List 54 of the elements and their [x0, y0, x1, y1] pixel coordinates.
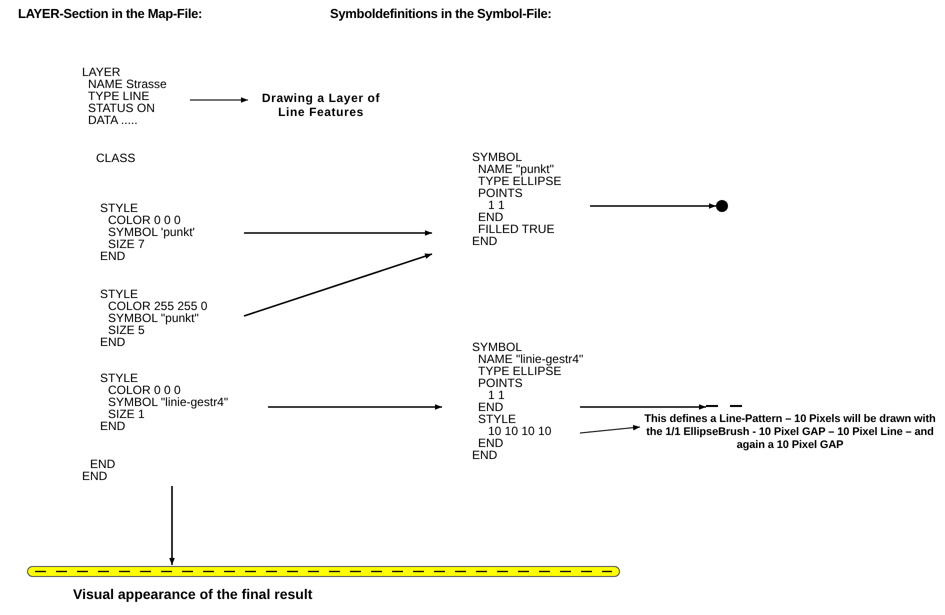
code-line: NAME Strasse [88, 78, 167, 90]
arrow [580, 404, 706, 410]
code-line: SYMBOL 'punkt' [108, 226, 195, 238]
code-line: END [100, 250, 126, 262]
code-line: 10 10 10 10 [488, 425, 552, 437]
code-line: STYLE [100, 202, 138, 214]
code-line: SYMBOL [472, 341, 522, 353]
code-line: END [478, 211, 504, 223]
code-line: STYLE [100, 288, 138, 300]
code-line: TYPE ELLIPSE [478, 365, 562, 377]
arrow [580, 424, 640, 434]
code-line: SIZE 7 [108, 238, 145, 250]
code-line: POINTS [478, 377, 523, 389]
code-line: STYLE [478, 413, 516, 425]
code-line: STATUS ON [88, 102, 155, 114]
code-line: POINTS [478, 187, 523, 199]
code-line: STYLE [100, 372, 138, 384]
arrow [244, 253, 432, 317]
section-heading: Symboldefinitions in the Symbol-File: [330, 6, 552, 22]
arrow [590, 203, 716, 209]
code-line: SYMBOL "punkt" [108, 312, 199, 324]
code-line: LAYER [82, 66, 120, 78]
code-line: COLOR 0 0 0 [108, 384, 181, 396]
code-line: 1 1 [488, 199, 505, 211]
code-line: CLASS [96, 152, 136, 164]
code-line: COLOR 255 255 0 [108, 300, 208, 312]
annotation-text: Drawing a Layer of Line Features [260, 91, 382, 119]
section-heading: LAYER-Section in the Map-File: [18, 6, 202, 22]
code-line: END [478, 401, 504, 413]
arrow [169, 486, 175, 565]
code-line: NAME "linie-gestr4" [478, 353, 584, 365]
code-line: NAME "punkt" [478, 163, 554, 175]
annotation-text: This defines a Line-Pattern – 10 Pixels will be drawn with the 1/1 EllipseBrush - 10 Pixel GAP – 10 Pixel Line – and again a 10 Pixel GAP [643, 413, 937, 452]
code-line: SYMBOL [472, 151, 522, 163]
code-line: DATA ..... [88, 114, 138, 126]
code-line: FILLED TRUE [478, 223, 554, 235]
code-line: TYPE LINE [88, 90, 150, 102]
code-line: END [100, 336, 126, 348]
arrow [268, 404, 442, 410]
code-line: COLOR 0 0 0 [108, 214, 181, 226]
code-line: SYMBOL "linie-gestr4" [108, 396, 228, 408]
code-line: END [472, 449, 498, 461]
code-line: END [472, 235, 498, 247]
code-line: SIZE 5 [108, 324, 145, 336]
code-line: END [100, 420, 126, 432]
code-line: SIZE 1 [108, 408, 145, 420]
arrow [190, 97, 248, 103]
result-label: Visual appearance of the final result [73, 586, 312, 602]
code-line: END [90, 458, 116, 470]
arrow [244, 230, 432, 236]
code-line: TYPE ELLIPSE [478, 175, 562, 187]
code-line: END [82, 470, 108, 482]
code-line: 1 1 [488, 389, 505, 401]
code-line: END [478, 437, 504, 449]
